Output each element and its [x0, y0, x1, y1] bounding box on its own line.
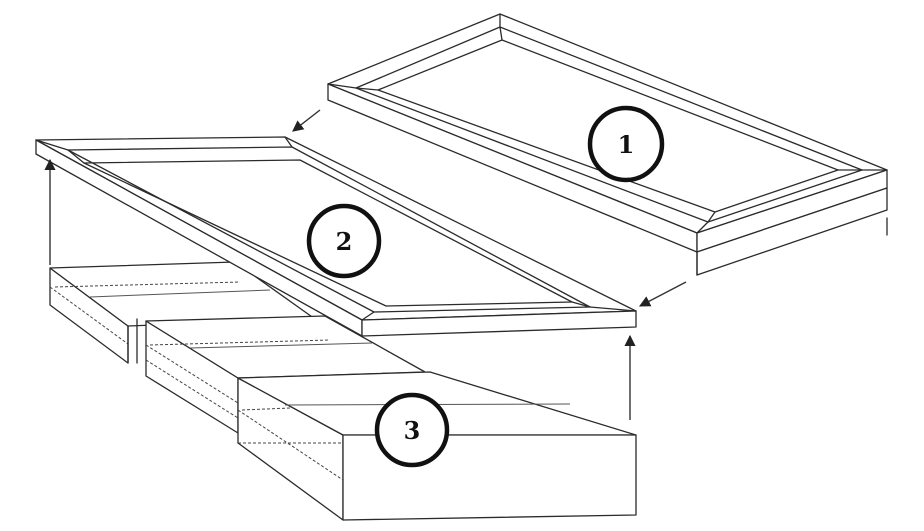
badge-3-label: 3	[404, 416, 421, 445]
badge-2-label: 2	[336, 227, 353, 256]
badge-1: 1	[587, 105, 665, 183]
badge-2: 2	[306, 203, 382, 279]
badge-1-label: 1	[618, 130, 635, 159]
badge-3: 3	[374, 392, 450, 468]
assembly-arrows	[44, 109, 687, 420]
arrow-tray1-to-tray2-back	[292, 109, 321, 132]
arrow-tray1-to-tray2-front	[639, 281, 687, 307]
tray-2-front-side	[361, 310, 637, 337]
